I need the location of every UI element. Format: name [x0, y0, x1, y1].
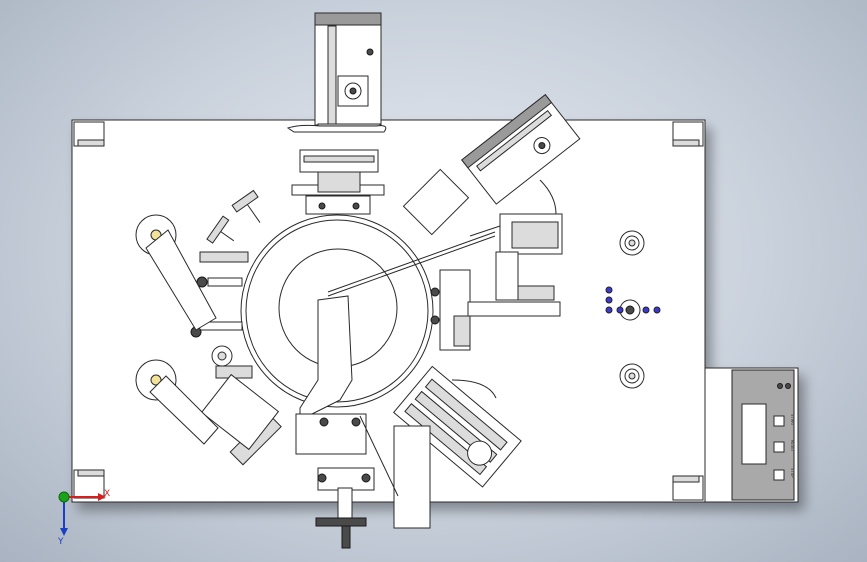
- axis-x-label: X: [104, 489, 110, 499]
- rotary-table: [240, 214, 496, 421]
- axis-y-label: Y: [57, 537, 64, 547]
- panel-label-stop: STOP: [790, 468, 795, 478]
- corner-pads: [73, 121, 704, 501]
- bearing-housings: [605, 230, 661, 389]
- tooling-arms: [190, 168, 561, 466]
- control-panel: START RESET STOP: [731, 369, 795, 501]
- angled-motor-module: [461, 93, 581, 301]
- bottom-cylinder-module: [295, 413, 431, 549]
- lower-angled-module: [392, 365, 522, 488]
- left-swing-arms: [135, 214, 233, 445]
- panel-label-start: START: [790, 414, 795, 427]
- top-motor-module: [286, 12, 387, 215]
- panel-label-reset: RESET: [790, 440, 795, 453]
- axis-triad: X Y: [57, 489, 110, 547]
